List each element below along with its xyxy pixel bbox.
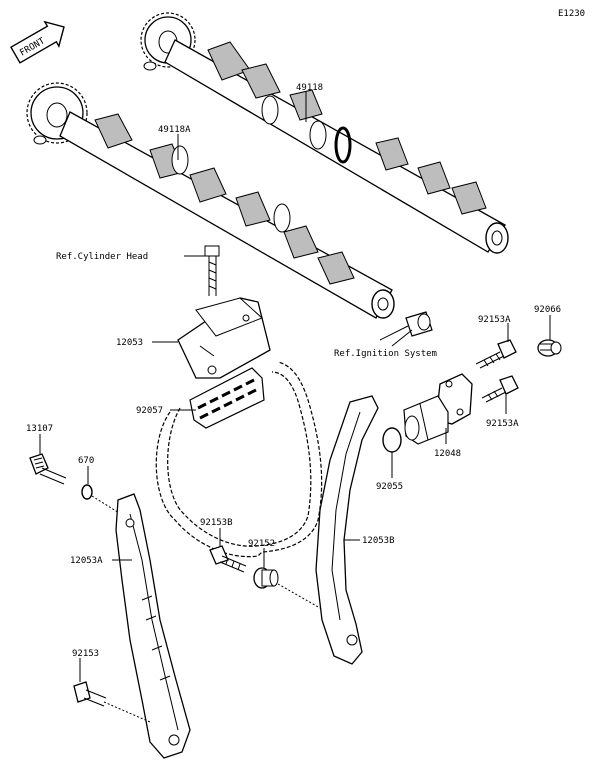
bolt-92153b[interactable] (209, 545, 247, 573)
bolt-92153a-top[interactable] (475, 339, 517, 369)
cam-chain-92057[interactable] (155, 361, 323, 558)
label-13107: 13107 (26, 424, 53, 434)
label-92055: 92055 (376, 482, 403, 492)
label-92153a-top: 92153A (478, 315, 511, 325)
chain-guide-12053a[interactable] (115, 493, 191, 759)
label-92066: 92066 (534, 305, 561, 315)
bolt-92153[interactable] (73, 681, 107, 707)
label-12053a: 12053A (70, 556, 103, 566)
collar-92152[interactable] (253, 567, 279, 589)
label-92057: 92057 (136, 406, 163, 416)
label-670: 670 (78, 456, 94, 466)
bolt-92153a-bottom[interactable] (481, 375, 519, 403)
front-direction-badge: FRONT (10, 20, 65, 64)
chain-guide-12053b[interactable] (315, 395, 379, 665)
label-49118: 49118 (296, 83, 323, 93)
cap-bolt-92066[interactable] (537, 339, 562, 357)
label-92153a-bottom: 92153A (486, 419, 519, 429)
gasket-92055[interactable] (382, 427, 402, 453)
tensioner-12048[interactable] (403, 373, 473, 445)
camshaft-49118a[interactable] (26, 82, 395, 319)
label-49118a: 49118A (158, 125, 191, 135)
bolt-cylinder-head (204, 245, 220, 296)
label-12053: 12053 (116, 338, 143, 348)
bolt-13107[interactable] (29, 453, 67, 485)
washer-670[interactable] (81, 484, 93, 500)
label-12053b: 12053B (362, 536, 395, 546)
label-92153: 92153 (72, 649, 99, 659)
label-12048: 12048 (434, 449, 461, 459)
label-ref-ignition-system: Ref.Ignition System (334, 349, 437, 359)
figure-code: E1230 (558, 9, 585, 19)
chain-links-detail (189, 367, 265, 429)
ignition-rotor (379, 311, 433, 341)
label-92153b: 92153B (200, 518, 233, 528)
label-ref-cylinder-head: Ref.Cylinder Head (56, 252, 148, 262)
camshaft-49118[interactable] (140, 12, 509, 254)
label-92152: 92152 (248, 539, 275, 549)
chain-guide-12053[interactable] (177, 297, 271, 379)
